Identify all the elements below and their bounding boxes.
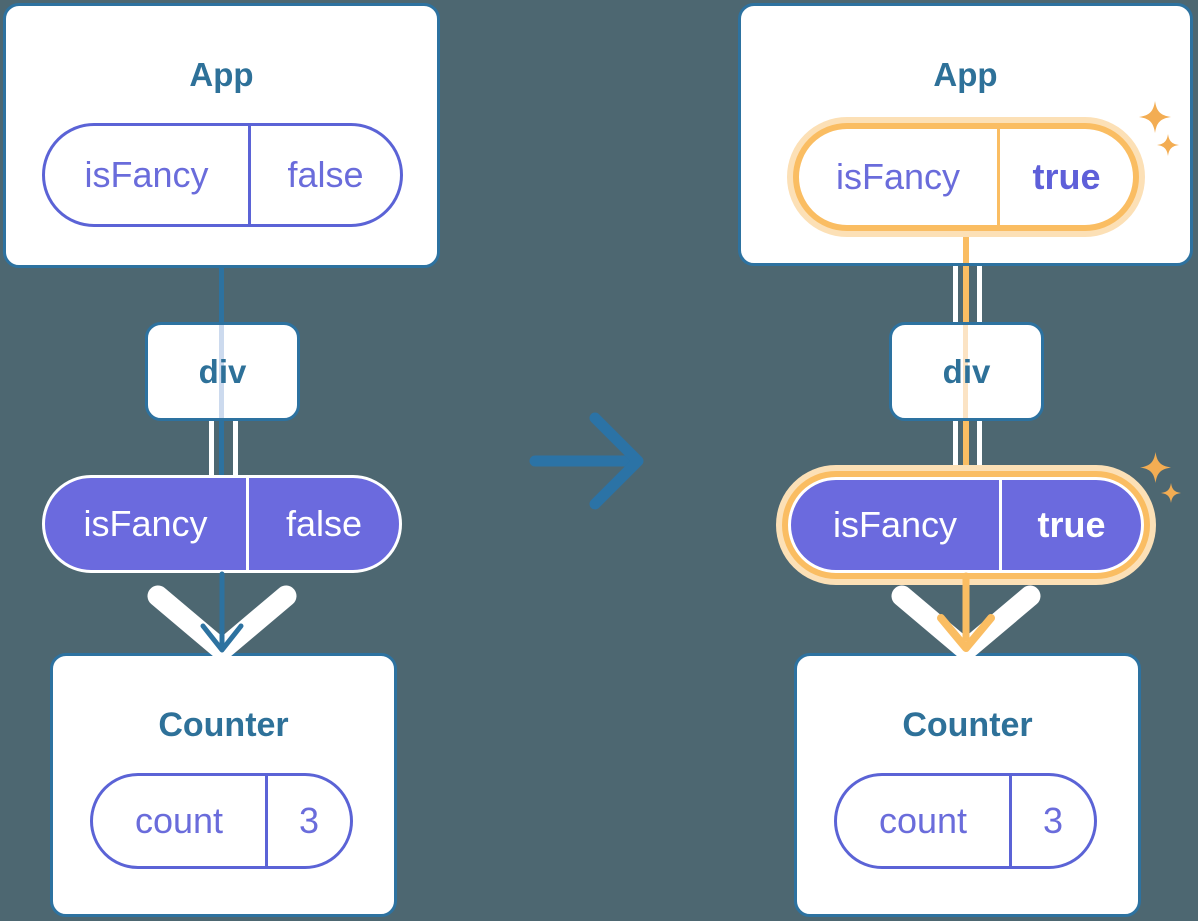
component-title: Counter	[902, 706, 1033, 744]
state-value: false	[285, 503, 363, 544]
connector-div-pill	[219, 417, 224, 478]
state-name: isFancy	[45, 478, 249, 570]
counter-state-pill: count 3	[90, 773, 353, 869]
counter-card: Counter count 3	[794, 653, 1141, 917]
div-card: div	[145, 322, 300, 421]
prop-value: true	[1032, 156, 1101, 197]
connector-white-right	[233, 417, 238, 479]
div-label: div	[198, 352, 247, 390]
prop-pill: isFancy false	[42, 123, 403, 227]
connector-white-left	[953, 264, 958, 324]
state-thread-faint	[963, 325, 968, 418]
connector-white-left	[953, 417, 958, 479]
state-pill: isFancy false	[42, 475, 402, 573]
prop-pill-highlighted: isFancy true	[793, 123, 1139, 231]
connector-white-right	[977, 417, 982, 479]
counter-state-value: 3	[298, 800, 320, 841]
counter-state-value: 3	[1042, 800, 1064, 841]
flow-arrow-icon	[891, 572, 1041, 661]
connector-app-div	[963, 264, 969, 324]
counter-card: Counter count 3	[50, 653, 397, 917]
state-thread	[963, 231, 969, 263]
component-title: Counter	[158, 706, 289, 744]
transition-arrow-icon	[529, 412, 644, 510]
connector-white-left	[209, 417, 214, 479]
app-card: App isFancy false	[3, 3, 440, 268]
sparkle-icon	[1157, 134, 1179, 156]
component-title: App	[933, 56, 998, 93]
flow-arrow-icon	[147, 571, 297, 661]
counter-state-name: count	[837, 776, 1012, 866]
state-pill-highlighted: isFancy true	[788, 477, 1144, 573]
state-name: isFancy	[791, 480, 1002, 570]
div-card: div	[889, 322, 1044, 421]
prop-value: false	[287, 154, 364, 195]
sparkle-icon	[1161, 483, 1181, 503]
state-thread-faint	[219, 325, 224, 418]
state-value: true	[1037, 504, 1106, 545]
prop-name: isFancy	[45, 126, 251, 224]
connector-white-right	[977, 264, 982, 324]
sparkle-icon	[1140, 452, 1171, 483]
sparkle-icon	[1139, 101, 1171, 133]
connector-div-pill	[963, 417, 969, 478]
counter-state-name: count	[93, 776, 268, 866]
component-title: App	[189, 56, 254, 93]
div-label: div	[942, 352, 991, 390]
app-card: App isFancy true	[738, 3, 1193, 266]
prop-name: isFancy	[799, 129, 1000, 225]
connector-app-div	[219, 265, 224, 325]
counter-state-pill: count 3	[834, 773, 1097, 869]
